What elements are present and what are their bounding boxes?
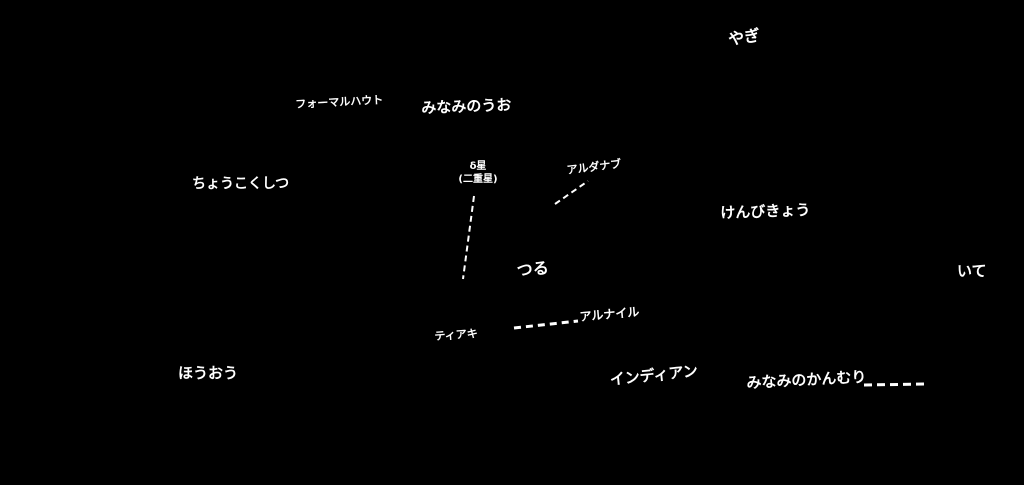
pointer-line-delta-double-star	[462, 195, 475, 280]
constellation-label-kenbikyou: けんびきょう	[720, 200, 811, 222]
constellation-label-houou: ほうおう	[178, 364, 239, 382]
constellation-label-tsuru: つる	[516, 258, 550, 280]
pointer-line-minami-no-kanmuri	[863, 382, 926, 387]
constellation-label-minami-no-uo: みなみのうお	[421, 95, 512, 117]
constellation-label-choukokushitsu: ちょうこくしつ	[192, 176, 290, 192]
pointer-line-aldhanab	[554, 180, 589, 205]
constellation-label-ite: いて	[957, 262, 987, 280]
star-label-delta-double-star: δ星 (二重星)	[458, 161, 498, 185]
pointer-line-alnair	[513, 319, 579, 330]
